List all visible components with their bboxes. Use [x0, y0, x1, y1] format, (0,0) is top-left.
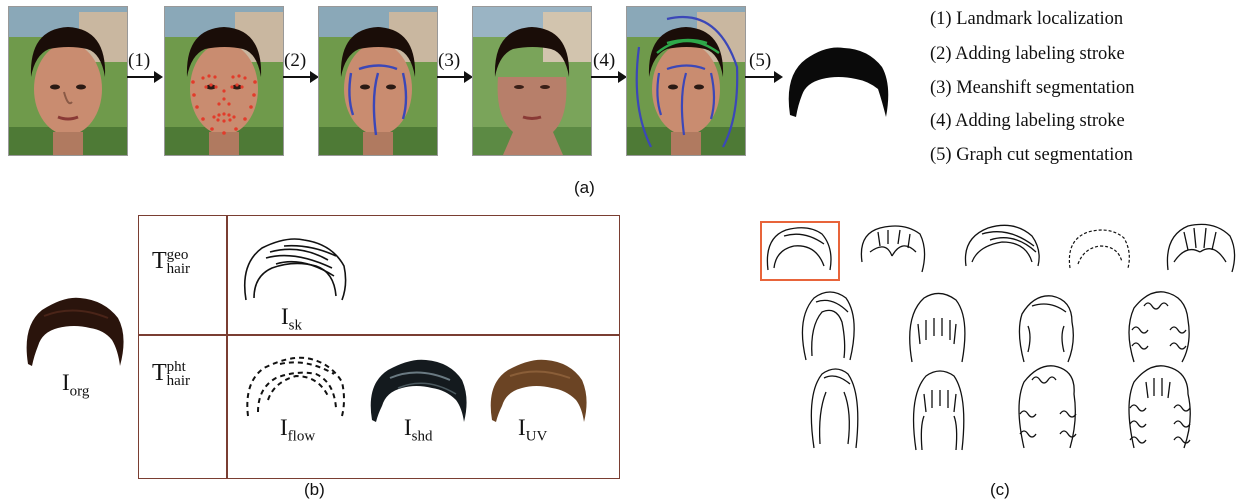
- step-label-5: (5): [749, 50, 772, 71]
- hairstyle-sketch-7: [909, 292, 966, 363]
- label-i-flow: Iflow: [280, 415, 316, 445]
- face-photo-landmarks: [164, 6, 284, 156]
- hairstyle-sketch-5: [1166, 223, 1236, 273]
- hairstyle-sketch-11: [912, 370, 965, 451]
- arrow-5: [745, 71, 783, 83]
- hairstyle-sketch-4: [1068, 229, 1130, 269]
- label-i-sk: Isk: [281, 304, 303, 334]
- caption-b: (b): [304, 480, 325, 499]
- arrow-4: [591, 71, 627, 83]
- hairstyle-sketch-10: [810, 368, 859, 449]
- step-label-4: (4): [593, 50, 616, 71]
- original-hair-image: [26, 297, 124, 366]
- label-i-uv: IUV: [518, 415, 548, 445]
- hair-shading-image: [370, 359, 467, 422]
- segmented-hair: [788, 47, 889, 117]
- table-divider-vertical: [226, 216, 228, 478]
- step-label-3: (3): [438, 50, 461, 71]
- hairstyle-sketch-13: [1128, 365, 1191, 449]
- hair-template-table: [138, 215, 620, 479]
- hair-flow-image: [246, 356, 345, 417]
- legend-step-3: (3) Meanshift segmentation: [930, 78, 1135, 98]
- face-photo-labeling-stroke-2: [626, 6, 746, 156]
- legend-step-5: (5) Graph cut segmentation: [930, 145, 1133, 165]
- hairstyle-sketch-6: [801, 291, 855, 361]
- arrow-1: [127, 71, 163, 83]
- hairstyle-sketch-8: [1018, 295, 1074, 363]
- caption-c: (c): [990, 480, 1010, 499]
- step-label-2: (2): [284, 50, 307, 71]
- face-photo-original: [8, 6, 128, 156]
- arrow-2: [283, 71, 319, 83]
- face-photo-meanshift: [472, 6, 592, 156]
- hairstyle-sketch-9: [1128, 291, 1190, 363]
- hairstyle-sketch-2: [860, 225, 926, 273]
- hair-uv-image: [490, 359, 587, 422]
- arrow-3: [437, 71, 473, 83]
- legend-step-1: (1) Landmark localization: [930, 9, 1124, 29]
- hairstyle-sketch-3: [964, 224, 1040, 267]
- step-label-1: (1): [128, 50, 151, 71]
- label-i-shd: Ishd: [404, 415, 433, 445]
- label-i-org: Iorg: [62, 370, 90, 400]
- face-photo-labeling-stroke: [318, 6, 438, 156]
- legend-step-2: (2) Adding labeling stroke: [930, 44, 1125, 64]
- caption-a: (a): [574, 178, 595, 197]
- table-divider-horizontal: [139, 334, 619, 336]
- hairstyle-sketch-1: [766, 227, 832, 271]
- hair-sketch-image: [243, 238, 347, 301]
- hairstyle-sketch-12: [1018, 365, 1077, 449]
- selected-hairstyle-highlight: [760, 221, 840, 281]
- legend-step-4: (4) Adding labeling stroke: [930, 111, 1125, 131]
